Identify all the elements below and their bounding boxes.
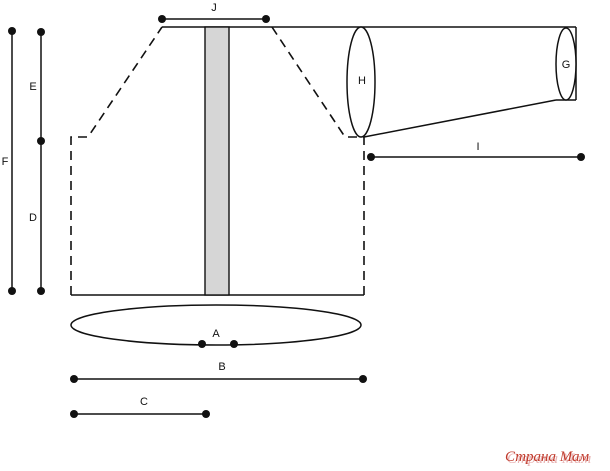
label-j: J <box>211 2 217 14</box>
label-b: B <box>218 361 225 373</box>
measure-labels: J E F D H G I A B C <box>2 2 571 408</box>
measure-c-endpoint <box>70 410 78 418</box>
armhole-circumference-h <box>346 26 376 138</box>
measure-b-endpoint <box>359 375 367 383</box>
measure-i-endpoint <box>367 153 375 161</box>
sleeve-bottom-line <box>363 99 557 138</box>
measure-c-endpoint <box>202 410 210 418</box>
measure-d-endpoint <box>37 287 45 295</box>
measure-ed-midpoint <box>37 137 45 145</box>
label-e: E <box>29 81 36 93</box>
measure-b-endpoint <box>70 375 78 383</box>
label-i: I <box>476 141 479 153</box>
watermark-shadow: Страна Мам <box>507 451 592 467</box>
label-h: H <box>358 75 366 87</box>
watermark-text: Страна Мам <box>505 449 590 465</box>
watermark: Страна Мам Страна Мам <box>505 449 592 467</box>
label-f: F <box>2 156 9 168</box>
measure-j-endpoint <box>158 15 166 23</box>
cuff-circumference-g <box>555 27 577 101</box>
measure-a-endpoint <box>198 340 206 348</box>
left-side-dashed <box>70 26 163 295</box>
measure-j-endpoint <box>262 15 270 23</box>
measure-f-endpoint <box>8 27 16 35</box>
measure-a <box>198 340 238 348</box>
measure-lines <box>8 15 585 418</box>
measure-f-endpoint <box>8 287 16 295</box>
label-a: A <box>212 328 220 340</box>
measure-e-endpoint <box>37 28 45 36</box>
label-g: G <box>562 59 571 71</box>
front-band <box>204 26 230 296</box>
measure-i-endpoint <box>577 153 585 161</box>
label-d: D <box>29 212 37 224</box>
hem-circumference-a <box>70 304 362 346</box>
label-c: C <box>140 396 148 408</box>
measure-a-endpoint <box>230 340 238 348</box>
sleeve <box>272 26 577 138</box>
right-side-dashed <box>271 26 365 295</box>
